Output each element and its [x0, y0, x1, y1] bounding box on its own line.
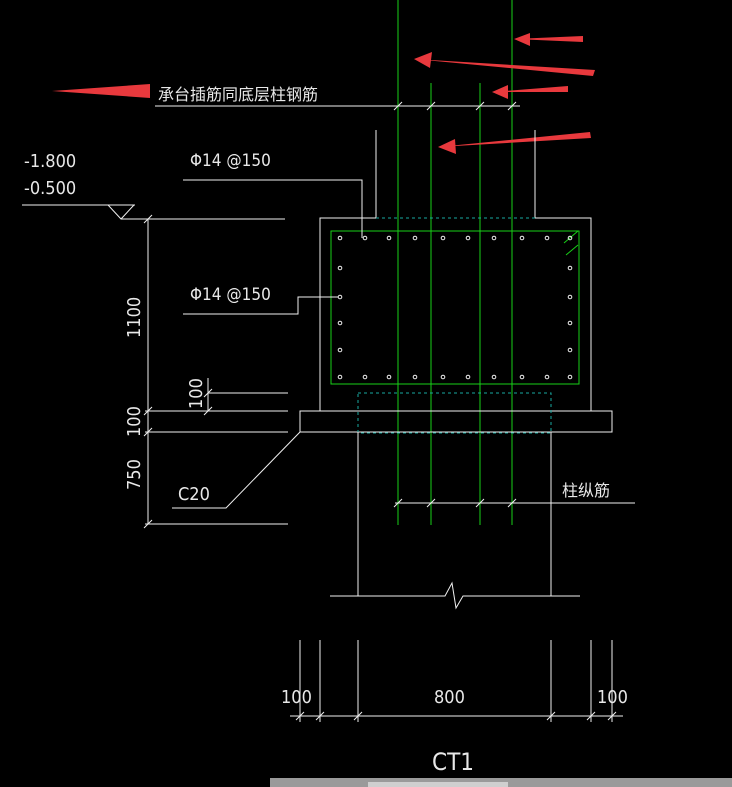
bar-spacing-line	[155, 101, 520, 111]
elevation-2: -0.500	[24, 178, 76, 199]
dim-750: 750	[124, 459, 145, 490]
concrete-grade: C20	[178, 484, 210, 505]
arrow-top-right	[514, 36, 583, 42]
rebar-dot	[412, 235, 418, 241]
annotation-arrows	[52, 33, 595, 154]
pile-cap	[319, 217, 592, 412]
column-bar-label: 柱纵筋	[562, 481, 610, 500]
rebar-dot	[567, 374, 573, 380]
dim-h-100-left: 100	[281, 687, 312, 708]
rebar-dot	[544, 374, 550, 380]
rebar-dot	[337, 235, 343, 241]
elevation-marker	[22, 204, 285, 220]
rebar-dot	[337, 347, 343, 353]
column-bars	[397, 0, 513, 525]
section-title: CT1	[432, 748, 474, 776]
rebar-dots	[337, 235, 573, 380]
rebar-dot	[362, 235, 368, 241]
rebar-dot	[567, 347, 573, 353]
pile	[330, 432, 580, 610]
vertical-dimension	[143, 214, 288, 529]
dim-100-b: 100	[186, 378, 207, 409]
rebar-dot	[337, 374, 343, 380]
dim-100-a: 100	[124, 406, 145, 437]
rebar-dot	[465, 374, 471, 380]
rebar-dot	[440, 235, 446, 241]
dim-1100: 1100	[124, 297, 145, 338]
rebar-dot	[519, 235, 525, 241]
rebar-dot	[567, 294, 573, 300]
rebar-dot	[337, 265, 343, 271]
rebar-dot	[567, 320, 573, 326]
rebar-dot	[567, 235, 573, 241]
arrow-left-note	[52, 84, 150, 98]
rebar-dot	[412, 374, 418, 380]
rebar-dot	[567, 265, 573, 271]
rebar-dot	[337, 320, 343, 326]
rebar-dot	[519, 374, 525, 380]
horizontal-dimension	[290, 640, 623, 722]
rebar-dot	[440, 374, 446, 380]
rebar-dot	[337, 294, 343, 300]
arrow-lower	[438, 132, 591, 147]
rebar-dot	[491, 374, 497, 380]
dowel-note: 承台插筋同底层柱钢筋	[158, 85, 318, 104]
rebar-dot	[362, 374, 368, 380]
elevation-1: -1.800	[24, 151, 76, 172]
rebar-dot	[544, 235, 550, 241]
arrow-mid	[492, 86, 568, 92]
arrow-long	[414, 59, 595, 76]
blinding-layer	[299, 410, 613, 433]
dim-h-800: 800	[434, 687, 465, 708]
rebar-dot	[465, 235, 471, 241]
rebar-dot	[491, 235, 497, 241]
rebar-dot	[386, 374, 392, 380]
rebar-dot	[386, 235, 392, 241]
dim-h-100-right: 100	[597, 687, 628, 708]
top-rebar-label: Φ14 @150	[190, 151, 271, 171]
side-rebar-label: Φ14 @150	[190, 285, 271, 305]
